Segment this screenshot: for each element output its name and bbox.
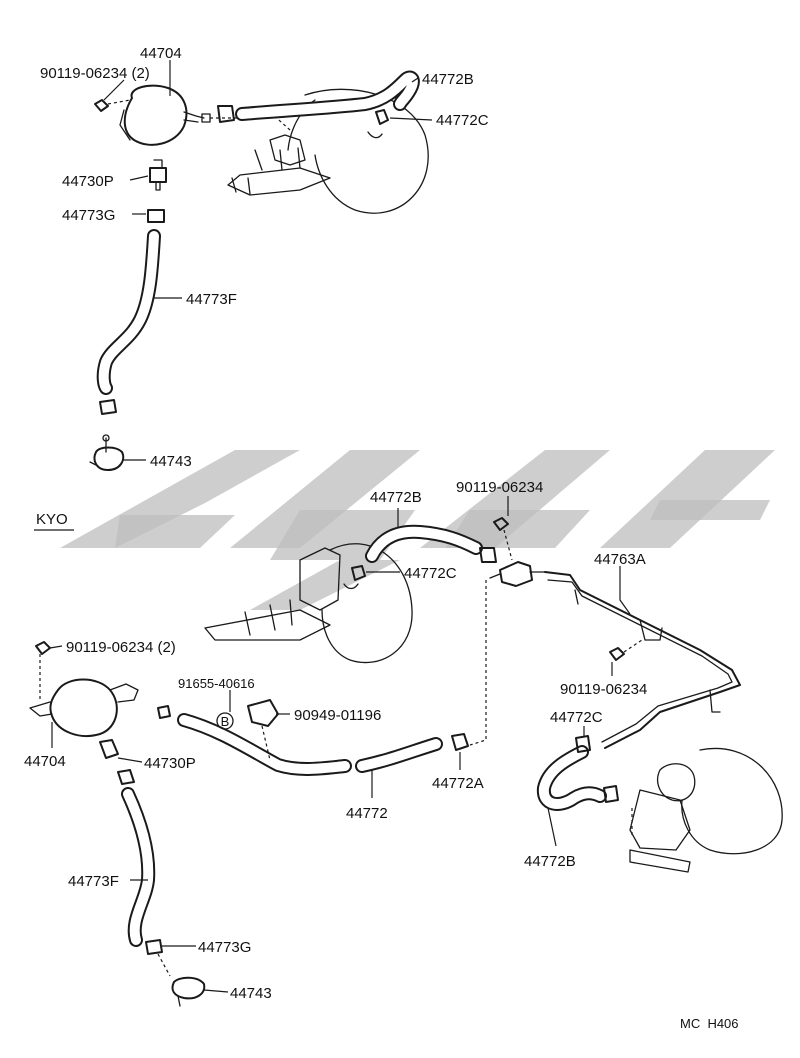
label-44772C-upper: 44772C [436,112,489,129]
label-44763A: 44763A [594,551,646,568]
label-44772A: 44772A [432,775,484,792]
label-44773F-upper: 44773F [186,291,237,308]
label-44772B-mid: 44772B [370,489,422,506]
footer-code: MC H406 [680,1016,739,1031]
label-44730P-lower: 44730P [144,755,196,772]
leader-lines [49,60,631,993]
circled-marker-ring [216,712,234,730]
label-44772C-right: 44772C [550,709,603,726]
label-44773G-lower: 44773G [198,939,251,956]
circled-marker-label: B [221,714,230,729]
label-44743-lower: 44743 [230,985,272,1002]
label-bolt-upper: 90119-06234 (2) [40,65,150,82]
label-44772B-upper: 44772B [422,71,474,88]
label-44743-upper: 44743 [150,453,192,470]
label-bolt-mid: 90119-06234 [456,479,543,496]
label-44730P-upper: 44730P [62,173,114,190]
label-bolt-left: 90119-06234 (2) [66,639,176,656]
label-90949-01196: 90949-01196 [294,707,381,724]
upper-assembly [89,70,429,471]
lower-assembly: B [29,517,783,1007]
label-44772C-mid: 44772C [404,565,457,582]
label-section-kyo: KYO [36,511,68,528]
label-bolt-right: 90119-06234 [560,681,647,698]
part-labels: 44704 90119-06234 (2) 44772B 44772C 4473… [24,45,739,1031]
label-44773G-upper: 44773G [62,207,115,224]
label-44704-upper: 44704 [140,45,182,62]
label-91655-40616: 91655-40616 [178,676,255,691]
label-44773F-lower: 44773F [68,873,119,890]
label-44772B-right: 44772B [524,853,576,870]
label-44772: 44772 [346,805,388,822]
label-44704-lower: 44704 [24,753,66,770]
